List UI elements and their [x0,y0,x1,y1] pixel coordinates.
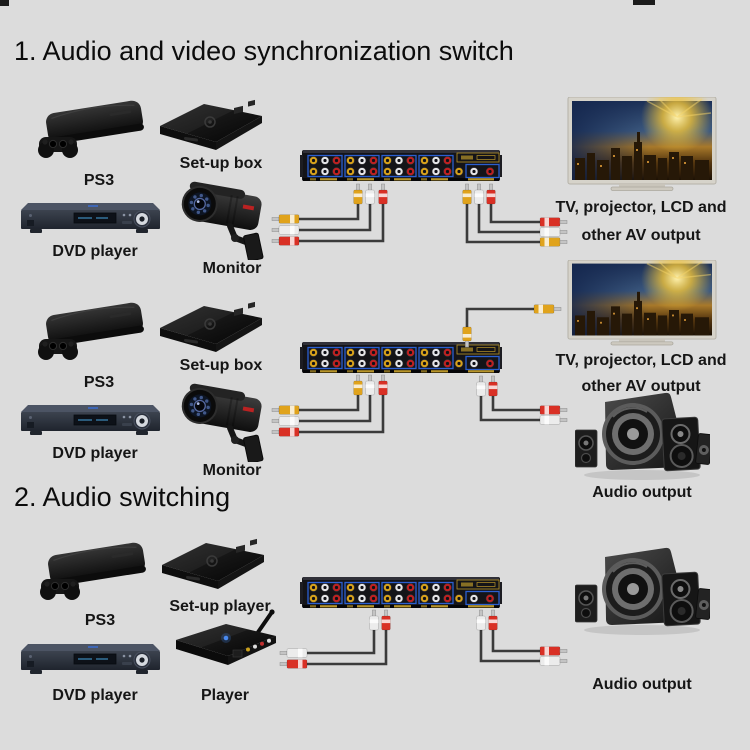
rca-plug-white [279,648,308,658]
rca-plug-white [365,374,375,396]
ps3-label: PS3 [83,172,115,189]
audio-output-label: Audio output [592,484,692,501]
dvd-player-label: DVD player [52,445,138,462]
section1-heading: 1. Audio and video synchronization switc… [14,36,514,66]
cable-white [299,203,372,232]
tv-output-label-line2: other AV output [581,378,701,395]
rca-plug-white [539,415,568,425]
cable-red [307,629,388,666]
photo-edge-mark [0,0,9,6]
rca-plug-red [539,646,568,656]
tv-output-label-line1: TV, projector, LCD and [555,199,727,216]
rca-plug-red [378,183,388,205]
rca-plug-yellow [533,304,562,314]
rca-plug-yellow [271,405,300,415]
rca-plug-red [271,236,300,246]
dvd-player-label: DVD player [52,687,138,704]
rca-plug-white [539,656,568,666]
cable-yellow [465,203,540,244]
ps3-label: PS3 [84,612,116,629]
rca-plug-white [271,225,300,235]
cable-yellow [299,394,360,412]
rca-plug-red [488,375,498,397]
cable-red [489,203,540,224]
tv-output-label-line2: other AV output [581,227,701,244]
rca-plug-white [369,609,379,631]
player-label: Player [200,687,250,704]
section2-heading: 2. Audio switching [14,482,231,512]
monitor-label: Monitor [202,260,262,277]
rca-plug-red [488,609,498,631]
rca-plug-yellow [462,183,472,205]
dvd-player-label: DVD player [52,243,138,260]
rca-plug-yellow [271,214,300,224]
cable-white [479,629,540,663]
rca-plug-red [539,217,568,227]
rca-plug-red [378,374,388,396]
cable-red [299,203,385,243]
rca-plug-white [271,416,300,426]
rca-plug-yellow [462,326,472,348]
cable-white [299,394,372,423]
setup-box-label: Set-up box [179,357,263,374]
cable-white [307,629,376,655]
rca-plug-red [539,405,568,415]
rca-plug-red [279,659,308,669]
rca-plug-red [486,183,496,205]
setup-player-label: Set-up player [169,598,271,615]
rca-plug-yellow [353,183,363,205]
rca-plug-red [271,427,300,437]
audio-output-label: Audio output [592,676,692,693]
cable-red [491,629,540,653]
rca-plug-white [365,183,375,205]
cable-white [479,395,540,422]
cable-red [299,394,385,434]
cable-yellow [465,307,534,327]
rca-plug-yellow [353,374,363,396]
rca-plug-red [381,609,391,631]
cable-red [491,395,540,412]
cable-yellow [299,203,360,221]
ps3-label: PS3 [83,374,115,391]
rca-plug-yellow [539,237,568,247]
rca-plug-white [474,183,484,205]
photo-edge-mark [633,0,655,5]
monitor-label: Monitor [202,462,262,479]
setup-box-label: Set-up box [179,155,263,172]
rca-plug-white [539,227,568,237]
cable-white [477,203,540,234]
tv-output-label-line1: TV, projector, LCD and [555,352,727,369]
rca-plug-white [476,609,486,631]
rca-plug-white [476,375,486,397]
